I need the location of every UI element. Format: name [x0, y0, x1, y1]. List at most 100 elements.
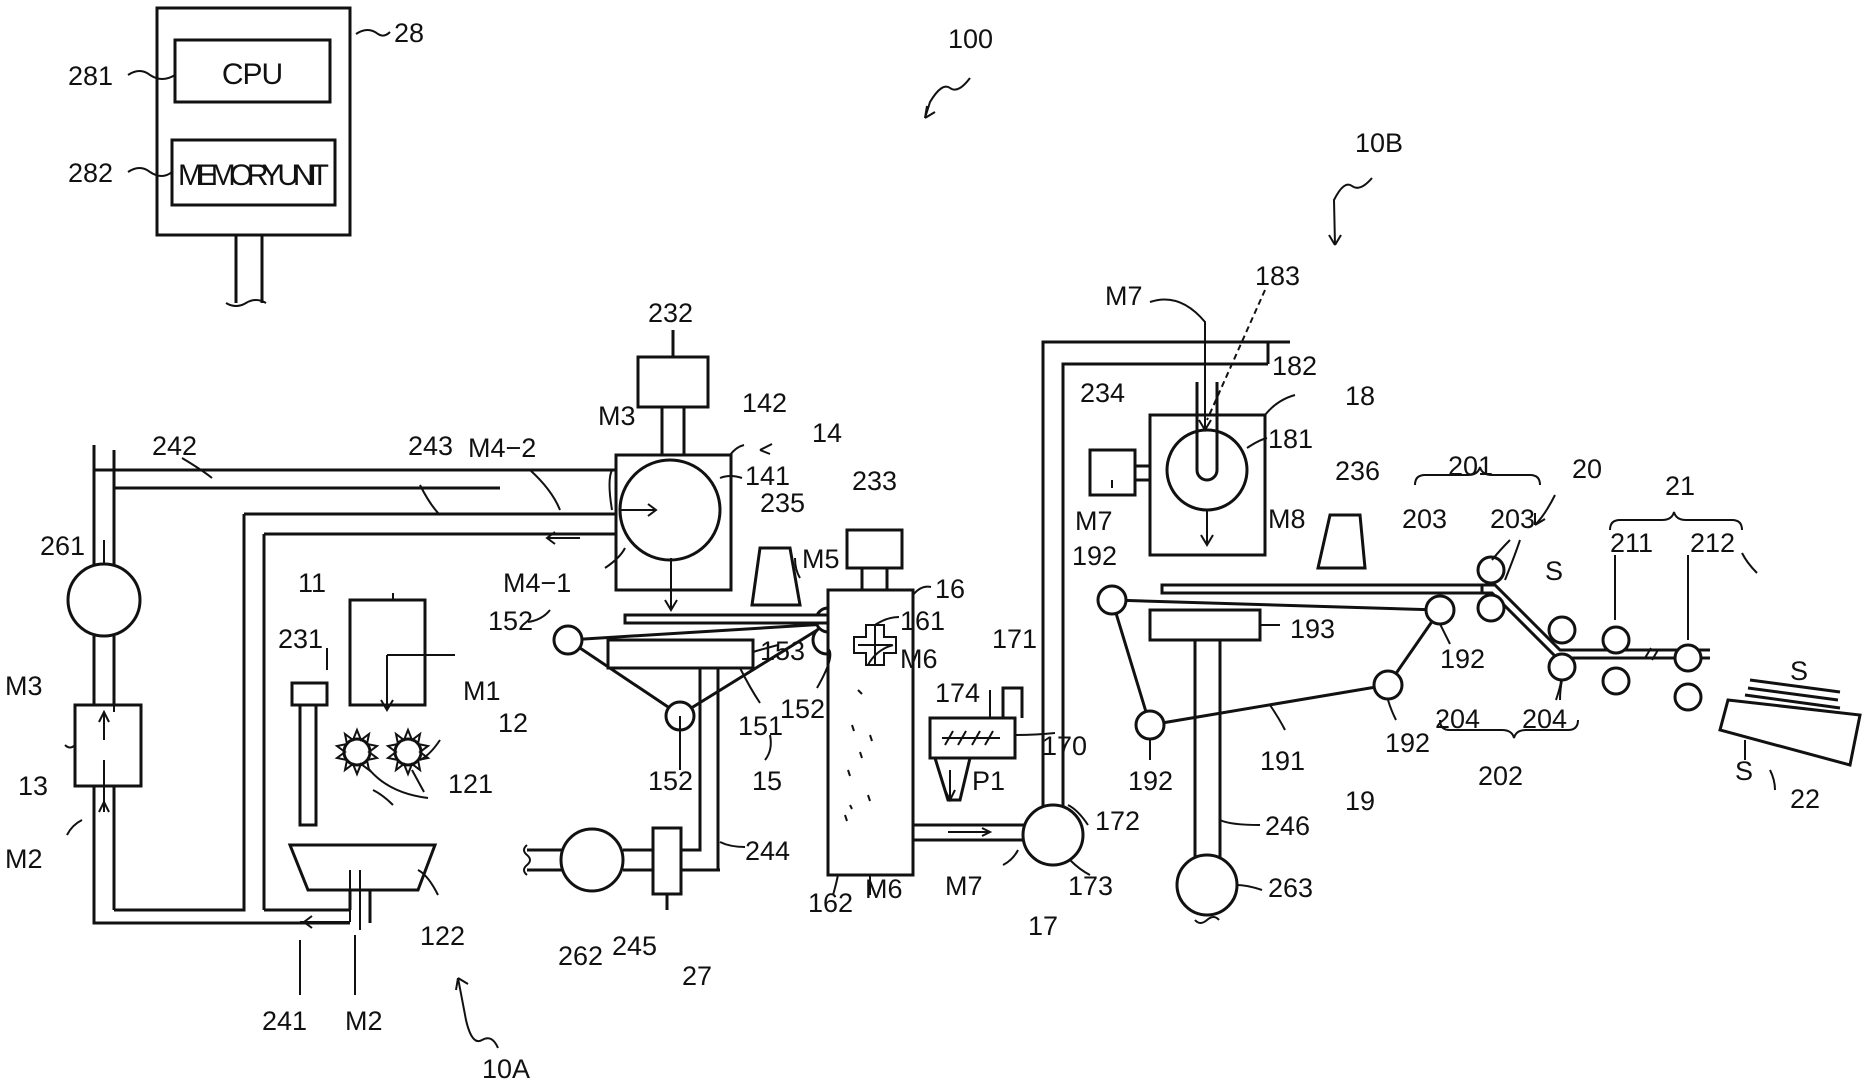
label-17: 17	[1028, 911, 1058, 941]
label-183: 183	[1255, 261, 1300, 291]
label-203b: 203	[1490, 504, 1535, 534]
label-122: 122	[420, 921, 465, 951]
label-243: 243	[408, 431, 453, 461]
label-204b: 204	[1522, 704, 1567, 734]
label-M6b: M6	[865, 874, 903, 904]
label-232: 232	[648, 298, 693, 328]
label-19: 19	[1345, 786, 1375, 816]
suction-193	[1150, 610, 1260, 640]
label-263: 263	[1268, 873, 1313, 903]
label-16: 16	[935, 574, 965, 604]
label-192b: 192	[1440, 644, 1485, 674]
label-21: 21	[1665, 471, 1695, 501]
label-193: 193	[1290, 614, 1335, 644]
label-171: 171	[992, 624, 1037, 654]
cpu-label: CPU	[222, 58, 282, 91]
filter-245	[653, 828, 681, 894]
controller-unit: CPU MEMORY UNIT 28 281 282	[68, 8, 424, 306]
label-M7c: M7	[1075, 506, 1113, 536]
label-211: 211	[1610, 528, 1653, 558]
label-174: 174	[935, 678, 980, 708]
label-M1: M1	[463, 676, 501, 706]
label-235: 235	[760, 488, 805, 518]
section-a-ref: 10A	[482, 1054, 530, 1084]
label-261: 261	[40, 531, 85, 561]
label-M5: M5	[802, 544, 840, 574]
label-201: 201	[1448, 451, 1493, 481]
system-ref-arrow	[925, 78, 970, 118]
label-Sc: S	[1735, 756, 1753, 786]
label-M2b: M2	[345, 1006, 383, 1036]
tray-22	[1720, 680, 1860, 765]
label-Sb: S	[1790, 656, 1808, 686]
label-15: 15	[752, 766, 782, 796]
hopper-122	[290, 845, 435, 890]
pump-261	[68, 564, 140, 636]
label-202: 202	[1478, 761, 1523, 791]
label-203a: 203	[1402, 504, 1447, 534]
memory-unit-label: MEMORY UNIT	[178, 159, 329, 192]
label-233: 233	[852, 466, 897, 496]
label-M3a: M3	[598, 401, 636, 431]
label-231: 231	[278, 624, 323, 654]
dryer-18	[1090, 290, 1268, 555]
motor-234	[1090, 450, 1135, 495]
label-151: 151	[738, 711, 783, 741]
label-M6a: M6	[900, 644, 938, 674]
label-153: 153	[760, 636, 805, 666]
label-M8: M8	[1268, 504, 1306, 534]
label-12: 12	[498, 708, 528, 738]
label-152a: 152	[488, 606, 533, 636]
pump-173	[1023, 805, 1083, 865]
label-M7b: M7	[1105, 281, 1143, 311]
label-182: 182	[1272, 351, 1317, 381]
label-Sa: S	[1545, 556, 1563, 586]
label-M3b: M3	[5, 671, 43, 701]
label-246: 246	[1265, 811, 1310, 841]
label-212: 212	[1690, 528, 1735, 558]
label-20: 20	[1572, 454, 1602, 484]
label-173: 173	[1068, 871, 1113, 901]
cover-236	[1318, 515, 1365, 568]
label-262: 262	[558, 941, 603, 971]
press-rollers	[1440, 557, 1710, 710]
label-152b: 152	[780, 694, 825, 724]
label-M7a: M7	[945, 871, 983, 901]
motor-233	[847, 530, 902, 568]
motor-232	[638, 357, 708, 407]
label-121: 121	[448, 769, 493, 799]
label-204a: 204	[1435, 704, 1480, 734]
label-141: 141	[745, 461, 790, 491]
label-191: 191	[1260, 746, 1305, 776]
label-245: 245	[612, 931, 657, 961]
pump-263	[1177, 855, 1237, 915]
label-162: 162	[808, 888, 853, 918]
label-18: 18	[1345, 381, 1375, 411]
label-192a: 192	[1072, 541, 1117, 571]
label-M4-1: M4−1	[503, 568, 571, 598]
label-241: 241	[262, 1006, 307, 1036]
label-172: 172	[1095, 806, 1140, 836]
label-244: 244	[745, 836, 790, 866]
cover-235	[752, 548, 800, 605]
label-13: 13	[18, 771, 48, 801]
label-M4-2: M4−2	[468, 433, 536, 463]
label-14: 14	[812, 418, 842, 448]
label-M2a: M2	[5, 844, 43, 874]
label-192c: 192	[1385, 728, 1430, 758]
pump-262	[561, 829, 623, 891]
label-242: 242	[152, 431, 197, 461]
separator-13	[75, 705, 141, 786]
controller-ref: 28	[394, 18, 424, 48]
feeder-231	[292, 683, 327, 705]
suction-153	[608, 640, 753, 668]
label-192d: 192	[1128, 766, 1173, 796]
section-b-ref: 10B	[1355, 128, 1403, 158]
memory-ref: 282	[68, 158, 113, 188]
label-181: 181	[1268, 424, 1313, 454]
system-ref: 100	[948, 24, 993, 54]
label-236: 236	[1335, 456, 1380, 486]
label-27: 27	[682, 961, 712, 991]
label-11: 11	[298, 568, 326, 598]
